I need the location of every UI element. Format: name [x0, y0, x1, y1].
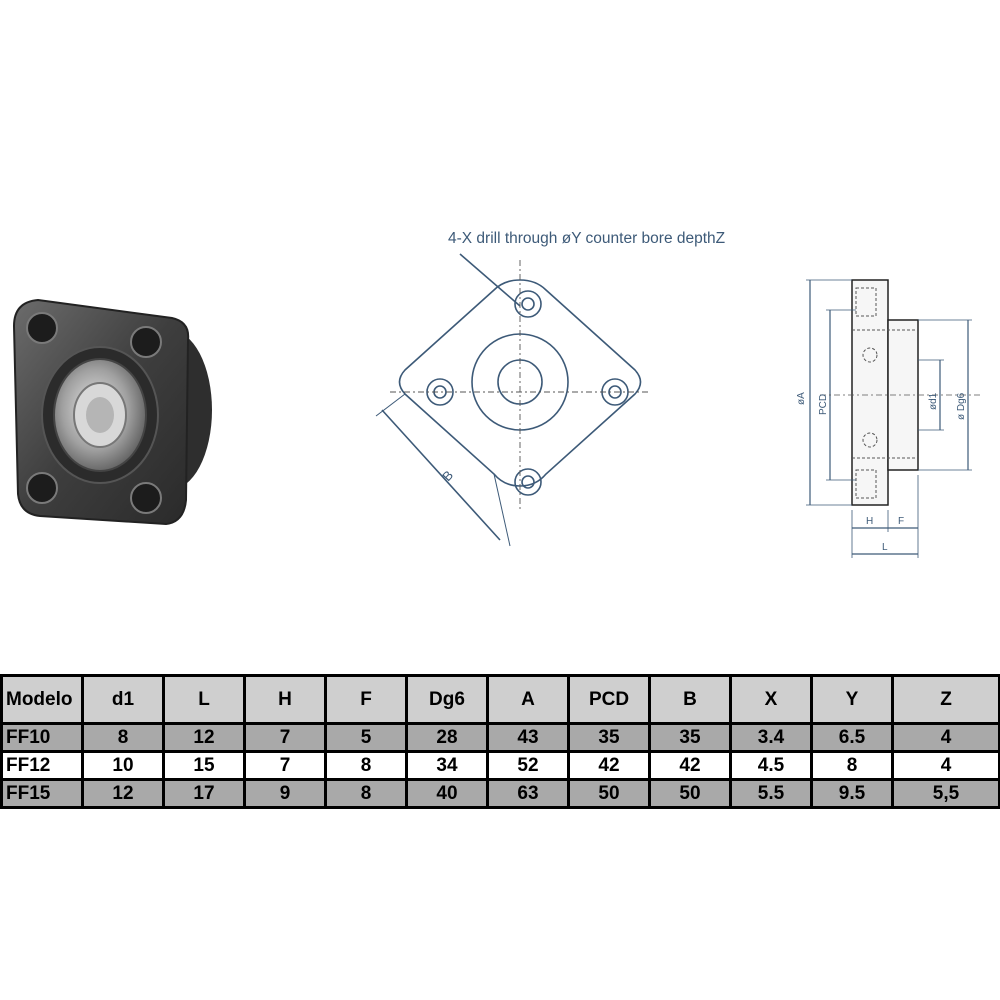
table-cell: FF12	[3, 753, 81, 779]
column-header: A	[489, 677, 567, 723]
table-cell: 43	[489, 725, 567, 751]
table-cell: 8	[84, 725, 162, 751]
label-b: B	[439, 467, 456, 484]
product-photo	[12, 298, 212, 526]
table-cell: FF15	[3, 781, 81, 806]
column-header: Modelo	[3, 677, 81, 723]
table-cell: 8	[327, 753, 405, 779]
table-row: FF10 8 12 7 5 28 43 35 35 3.4 6.5 4	[3, 725, 998, 751]
spec-table: Modelo d1 L H F Dg6 A PCD B X Y Z FF10 8…	[0, 674, 1000, 809]
table-header-row: Modelo d1 L H F Dg6 A PCD B X Y Z	[3, 677, 998, 723]
table-cell: 4	[894, 725, 998, 751]
column-header: F	[327, 677, 405, 723]
column-header: Y	[813, 677, 891, 723]
table-cell: 8	[327, 781, 405, 806]
table-cell: 9.5	[813, 781, 891, 806]
table-cell: 10	[84, 753, 162, 779]
table-cell: 15	[165, 753, 243, 779]
table-cell: 4.5	[732, 753, 810, 779]
table-cell: 5.5	[732, 781, 810, 806]
table-cell: 4	[894, 753, 998, 779]
label-h: H	[866, 516, 873, 527]
table-cell: 8	[813, 753, 891, 779]
column-header: X	[732, 677, 810, 723]
front-view-drawing: B	[375, 253, 650, 547]
table-cell: 34	[408, 753, 486, 779]
label-d1: ød1	[928, 392, 939, 410]
table-cell: 42	[651, 753, 729, 779]
column-header: Z	[894, 677, 998, 723]
table-cell: 7	[246, 753, 324, 779]
column-header: H	[246, 677, 324, 723]
table-cell: 63	[489, 781, 567, 806]
table-cell: FF10	[3, 725, 81, 751]
table-cell: 35	[570, 725, 648, 751]
table-cell: 17	[165, 781, 243, 806]
column-header: d1	[84, 677, 162, 723]
drill-callout: 4-X drill through øY counter bore depthZ	[448, 230, 726, 247]
table-cell: 40	[408, 781, 486, 806]
table-cell: 7	[246, 725, 324, 751]
column-header: Dg6	[408, 677, 486, 723]
label-dg6: ø Dg6	[956, 392, 967, 420]
label-pcd: PCD	[818, 394, 829, 415]
column-header: PCD	[570, 677, 648, 723]
table-cell: 3.4	[732, 725, 810, 751]
table-cell: 50	[570, 781, 648, 806]
table-cell: 28	[408, 725, 486, 751]
label-l: L	[882, 542, 888, 553]
table-cell: 12	[84, 781, 162, 806]
table-row: FF12 10 15 7 8 34 52 42 42 4.5 8 4	[3, 753, 998, 779]
side-view-drawing: øA PCD ød1 ø Dg6 H F L	[796, 279, 980, 558]
table-row: FF15 12 17 9 8 40 63 50 50 5.5 9.5 5,5	[3, 781, 998, 806]
label-a: øA	[796, 392, 807, 405]
column-header: B	[651, 677, 729, 723]
table-cell: 9	[246, 781, 324, 806]
table-cell: 52	[489, 753, 567, 779]
table-cell: 42	[570, 753, 648, 779]
table-cell: 5	[327, 725, 405, 751]
table-cell: 5,5	[894, 781, 998, 806]
table-cell: 12	[165, 725, 243, 751]
table-cell: 6.5	[813, 725, 891, 751]
label-f: F	[898, 516, 904, 527]
table-cell: 35	[651, 725, 729, 751]
table-cell: 50	[651, 781, 729, 806]
column-header: L	[165, 677, 243, 723]
